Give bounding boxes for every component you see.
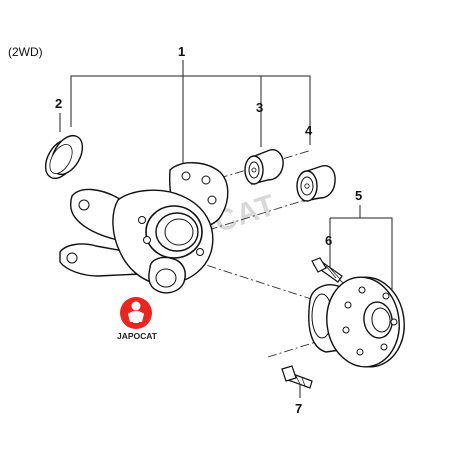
callout-5: 5 [355,188,362,203]
dust-cap-part [44,134,84,180]
callout-2: 2 [55,96,62,111]
japocat-badge: JAPOCAT [117,297,158,341]
bushing-part-4 [296,165,336,202]
axis-bushing-lower [159,195,319,246]
callout-7: 7 [295,401,302,416]
bolt-part-7 [281,365,313,389]
callout-4: 4 [305,123,313,138]
hub-stud-holes [342,286,398,356]
badge-text: JAPOCAT [117,331,158,341]
bolt-part-6 [311,257,343,283]
callout-1: 1 [178,44,185,59]
bushing-part [244,149,284,185]
leader-1-left [70,75,183,127]
knuckle-holes [66,171,217,264]
knuckle-part [59,162,229,294]
leader-1-right [183,75,311,145]
variant-label: (2WD) [8,45,43,59]
badge-mascot-icon [128,301,144,323]
callout-3: 3 [256,100,263,115]
callout-6: 6 [325,233,332,248]
leader-5-bracket [330,217,393,292]
axis-hub [174,254,331,306]
